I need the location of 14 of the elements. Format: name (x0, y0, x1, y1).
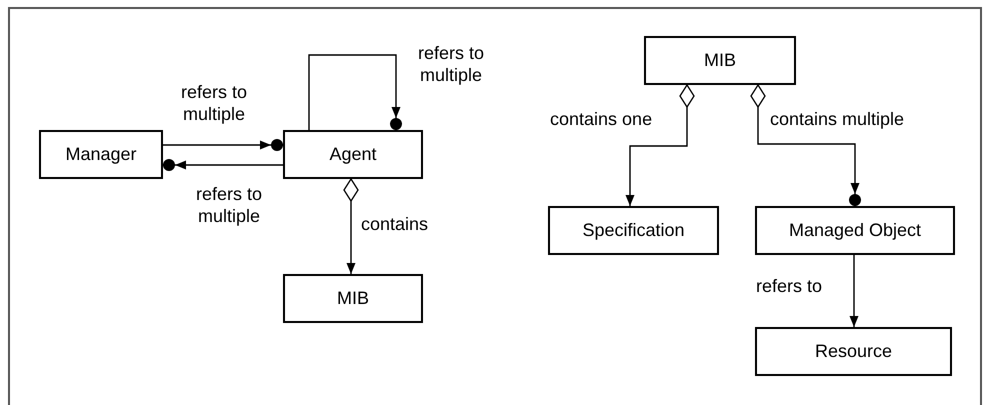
class-box: Resource (755, 327, 952, 376)
class-box: Agent (283, 130, 423, 179)
connector-arrow (163, 159, 283, 171)
class-box: MIB (283, 274, 423, 323)
class-box: Managed Object (755, 206, 955, 255)
connector-arrow (850, 255, 858, 327)
class-box: MIB (644, 36, 796, 85)
connector-arrow (626, 84, 695, 206)
connector-arrow (343, 178, 359, 274)
connector-arrow (163, 139, 283, 151)
class-box: Manager (39, 130, 163, 179)
connector-arrow (308, 54, 402, 130)
class-box: Specification (548, 206, 719, 255)
connector-arrow (750, 84, 861, 206)
